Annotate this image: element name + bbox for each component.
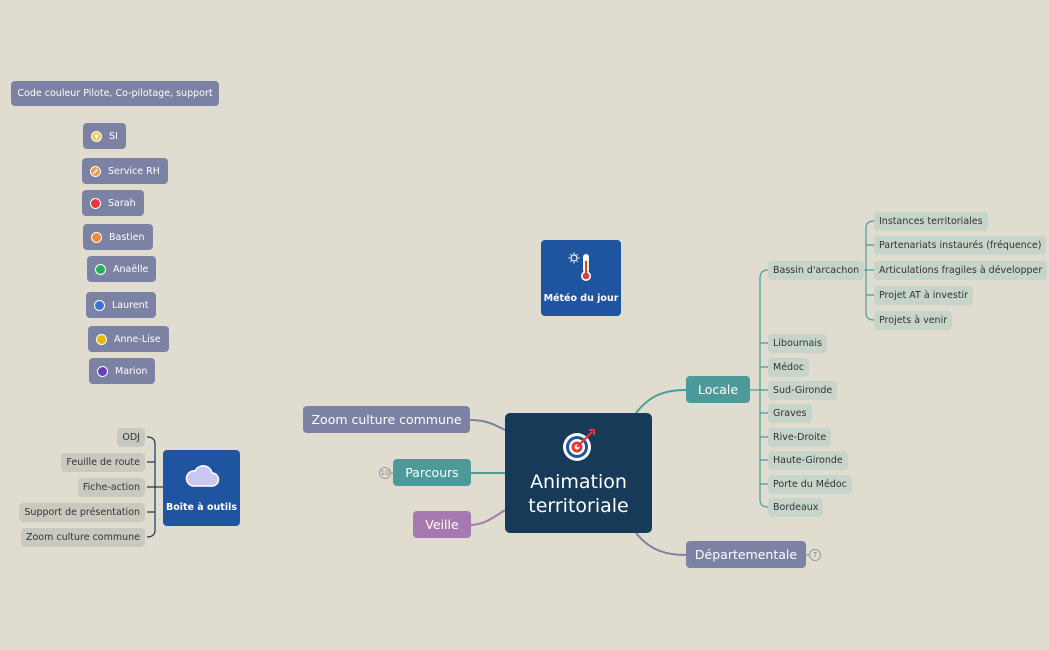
legend-item-bastien[interactable]: Bastien xyxy=(83,224,153,250)
locale-item[interactable]: Bassin d'arcachon xyxy=(768,261,865,280)
locale-item[interactable]: Sud-Gironde xyxy=(768,381,838,400)
locale-item[interactable]: Médoc xyxy=(768,358,810,377)
orange-dot-icon xyxy=(91,231,102,243)
toolbox-item[interactable]: ODJ xyxy=(117,428,145,447)
legend-item-marion[interactable]: Marion xyxy=(89,358,156,384)
branch-locale[interactable]: Locale xyxy=(686,376,750,403)
legend-item-label: Bastien xyxy=(109,231,145,243)
legend-item-laurent[interactable]: Laurent xyxy=(86,292,157,318)
toolbox-item[interactable]: Support de présentation xyxy=(19,503,145,522)
root-node[interactable]: Animation territoriale xyxy=(505,413,652,533)
toolbox-label: Boîte à outils xyxy=(165,502,238,513)
red-dot-icon xyxy=(90,197,101,209)
thermometer-icon xyxy=(568,252,594,285)
legend-item-label: Anne-Lise xyxy=(114,333,161,345)
locale-item[interactable]: Bordeaux xyxy=(768,498,824,517)
branch-veille[interactable]: Veille xyxy=(413,511,471,538)
legend-item-label: Anaëlle xyxy=(113,263,149,275)
yellow-dot-icon xyxy=(96,333,107,345)
branch-zoom-culture-commune[interactable]: Zoom culture commune xyxy=(303,406,470,433)
legend-item-label: Sarah xyxy=(108,197,136,209)
bassin-item[interactable]: Partenariats instaurés (fréquence) xyxy=(874,236,1047,255)
legend-item-anaelle[interactable]: Anaëlle xyxy=(87,256,157,282)
blue-dot-icon xyxy=(94,299,105,311)
legend-item-label: SI xyxy=(109,130,118,142)
departementale-count-badge[interactable]: 7 xyxy=(809,549,821,561)
legend-title[interactable]: Code couleur Pilote, Co-pilotage, suppor… xyxy=(11,81,219,106)
locale-item[interactable]: Libournais xyxy=(768,334,827,353)
root-title: Animation territoriale xyxy=(528,471,629,517)
legend-item-si[interactable]: SI xyxy=(83,123,126,149)
parcours-count-badge[interactable]: 10 xyxy=(379,467,391,479)
toolbox-node[interactable]: Boîte à outils xyxy=(163,450,240,526)
legend-item-label: Marion xyxy=(115,365,148,377)
cloud-icon xyxy=(184,463,220,492)
toolbox-item[interactable]: Feuille de route xyxy=(61,453,145,472)
toolbox-item[interactable]: Zoom culture commune xyxy=(20,528,145,547)
branch-departementale[interactable]: Départementale xyxy=(686,541,806,568)
green-dot-icon xyxy=(95,263,106,275)
locale-item[interactable]: Porte du Médoc xyxy=(768,475,852,494)
bassin-item[interactable]: Instances territoriales xyxy=(874,212,988,231)
legend-item-label: Service RH xyxy=(108,165,160,177)
target-icon xyxy=(562,428,596,466)
locale-item[interactable]: Rive-Droite xyxy=(768,428,832,447)
branch-parcours[interactable]: Parcours xyxy=(393,459,471,486)
bassin-item[interactable]: Articulations fragiles à développer xyxy=(874,261,1048,280)
legend-item-anne-lise[interactable]: Anne-Lise xyxy=(88,326,169,352)
legend-item-label: Laurent xyxy=(112,299,149,311)
lightbulb-icon xyxy=(91,130,102,142)
locale-item[interactable]: Haute-Gironde xyxy=(768,451,848,470)
bassin-item[interactable]: Projets à venir xyxy=(874,311,953,330)
legend-item-sarah[interactable]: Sarah xyxy=(82,190,144,216)
pencil-icon xyxy=(90,165,101,177)
weather-label: Météo du jour xyxy=(543,293,619,304)
weather-node[interactable]: Météo du jour xyxy=(541,240,621,316)
legend-item-service-rh[interactable]: Service RH xyxy=(82,158,168,184)
toolbox-item[interactable]: Fiche-action xyxy=(77,478,145,497)
locale-item[interactable]: Graves xyxy=(768,404,812,423)
bassin-item[interactable]: Projet AT à investir xyxy=(874,286,974,305)
purple-dot-icon xyxy=(97,365,108,377)
